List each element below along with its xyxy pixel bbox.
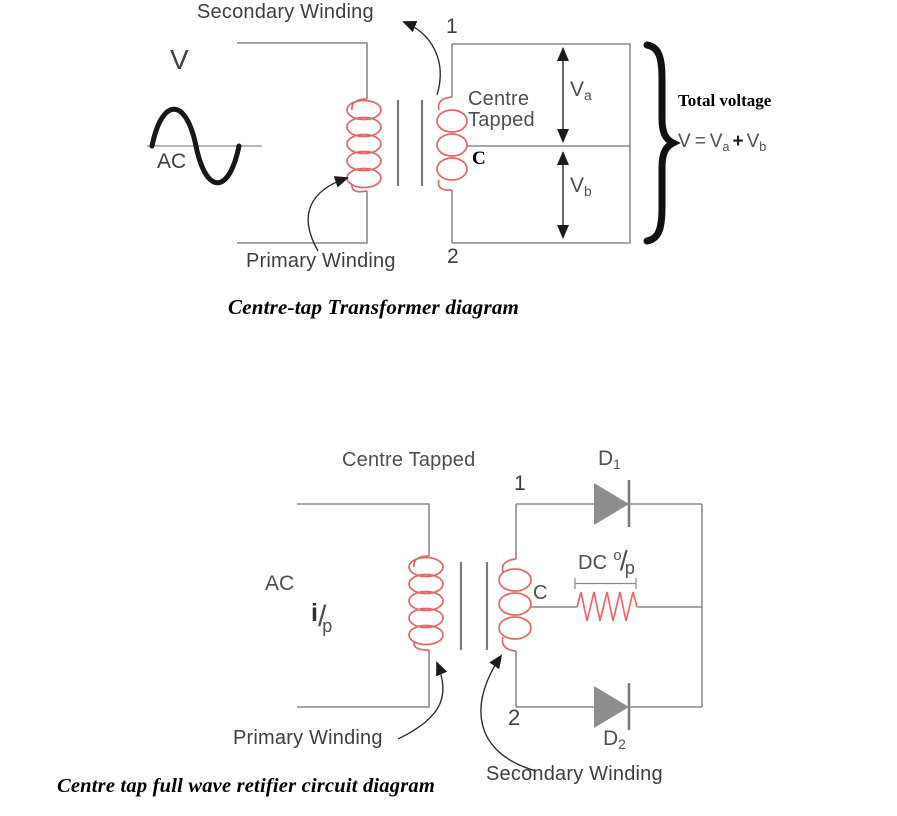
vb-label: Vb [570, 174, 592, 200]
centre-tapped-line1: Centre [468, 88, 530, 110]
ac-label: AC [157, 150, 187, 173]
total-voltage-title: Total voltage [678, 91, 772, 110]
centre-tapped-line2: Tapped [468, 109, 535, 131]
secondary-winding-label-b: Secondary Winding [486, 763, 663, 785]
ac-input-ip-label: i/p [311, 600, 332, 636]
secondary-winding-pointer-arrow-b [480, 654, 537, 772]
va-label: Va [570, 78, 592, 104]
d2-sub: 2 [618, 736, 626, 753]
terminal-2-label: 2 [447, 245, 459, 268]
dc-output-label: DC o/p [578, 546, 635, 578]
centre-tapped-label: Centre Tapped [468, 89, 535, 131]
va-sub: a [584, 87, 592, 104]
transformer-caption: Centre-tap Transformer diagram [228, 295, 520, 319]
diode-d2-icon [594, 686, 629, 728]
dc-slash: / [619, 545, 628, 576]
primary-wire-top [237, 42, 368, 99]
formula-vb: V [746, 131, 760, 152]
dc-sub-p: p [624, 558, 636, 578]
d1-sub: 1 [613, 456, 621, 473]
primary-winding-label: Primary Winding [246, 250, 396, 272]
formula-vb-sub: b [759, 139, 767, 154]
primary-wire-bottom [237, 191, 368, 244]
terminal-1-label-b: 1 [514, 472, 526, 495]
dc-text: DC [578, 552, 608, 574]
ip-slash: / [317, 600, 327, 633]
ac-sine-wave-icon [149, 106, 242, 186]
ac-label-b: AC [265, 572, 295, 595]
va-base: V [570, 78, 585, 101]
diode-d1-icon [594, 483, 629, 525]
terminal-1-label: 1 [446, 15, 458, 38]
vb-base: V [570, 174, 585, 197]
top-transformer-diagram [147, 21, 681, 252]
primary-winding-pointer-arrow [307, 176, 349, 252]
formula-plus: + [732, 131, 744, 152]
ip-i: i [311, 599, 318, 627]
formula-va-sub: a [722, 139, 730, 154]
output-box [452, 43, 631, 244]
secondary-winding-coil [436, 96, 468, 191]
primary-winding-coil-b [408, 555, 444, 651]
diode-d1-label: D1 [598, 447, 621, 473]
formula-lhs: V [678, 131, 691, 152]
vb-sub: b [584, 183, 592, 200]
formula-eq: = [694, 131, 706, 152]
dc-sup-o: o [613, 547, 622, 564]
input-wire-bottom [297, 650, 430, 708]
input-wire-top [297, 503, 430, 556]
rectifier-caption: Centre tap full wave retifier circuit di… [57, 775, 435, 797]
centre-tap-c-label: C [472, 148, 486, 169]
total-voltage-formula: V=Va+Vb [678, 132, 766, 154]
formula-va: V [709, 131, 723, 152]
d1-base: D [598, 447, 614, 470]
centre-tap-c-label-b: C [533, 582, 548, 604]
secondary-winding-pointer-arrow [402, 21, 441, 96]
d2-base: D [603, 727, 619, 750]
total-voltage-brace [643, 41, 681, 245]
bottom-rectifier-diagram [297, 480, 703, 772]
dc-output-bracket [574, 578, 637, 589]
primary-winding-coil [346, 98, 382, 193]
terminal-2-label-b: 2 [508, 705, 521, 730]
primary-winding-pointer-arrow-b [397, 661, 448, 740]
load-resistor-icon [576, 591, 638, 622]
secondary-winding-label: Secondary Winding [197, 1, 374, 23]
voltage-v-label: V [170, 44, 189, 75]
secondary-winding-coil-b [498, 558, 532, 652]
diode-d2-label: D2 [603, 727, 626, 753]
centre-tapped-label-b: Centre Tapped [342, 449, 476, 471]
ip-p: p [322, 616, 333, 636]
primary-winding-label-b: Primary Winding [233, 727, 383, 749]
